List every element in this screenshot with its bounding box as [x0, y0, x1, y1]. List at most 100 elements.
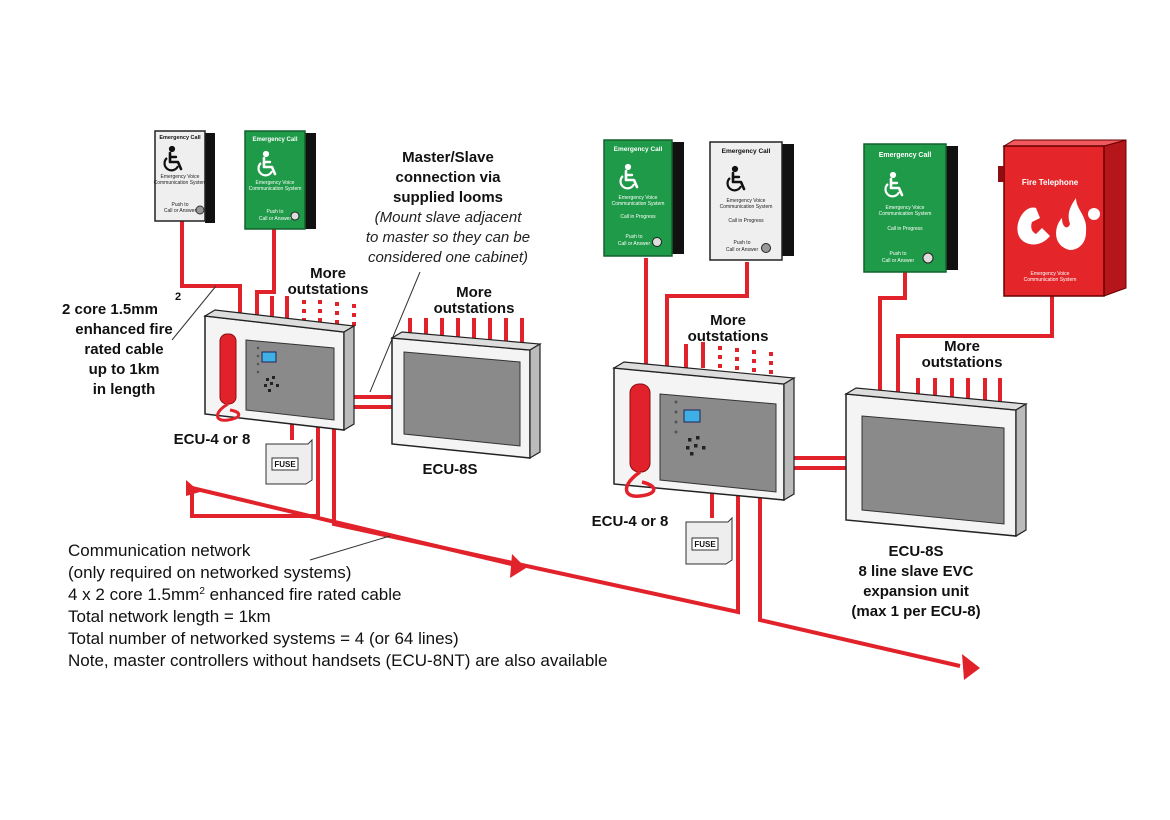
- panel-evcs-text-2: Communication System: [1024, 277, 1077, 283]
- panel-progress-text: Call in Progress: [728, 218, 764, 224]
- mount-note-1: (Mount slave adjacent: [375, 209, 523, 226]
- ecu8s-left-label: ECU-8S: [422, 461, 477, 478]
- cable-stubs-left: [270, 296, 289, 320]
- call-button-icon: [652, 237, 662, 247]
- call-button-icon: [761, 243, 771, 253]
- master-slave-label-3: supplied looms: [393, 189, 503, 206]
- flame-icon: [1056, 198, 1087, 250]
- ecu-master-right: [612, 361, 796, 502]
- fuse-label: FUSE: [274, 460, 296, 469]
- handset-cord: [624, 470, 656, 498]
- more-outstations-a-1: More: [310, 265, 346, 282]
- panel-evcs-text: Emergency Voice: [727, 198, 766, 204]
- handset-icon: [629, 383, 651, 473]
- mount-note-3: considered one cabinet): [368, 249, 528, 266]
- panel-push-text-2: Call or Answer: [259, 216, 292, 222]
- labels: 2 core 1.5mm 2 enhanced fire rated cable…: [62, 149, 1002, 620]
- cable-network-arrow-left: [191, 486, 521, 568]
- cables: [180, 218, 1054, 668]
- panel-evcs-text-2: Communication System: [612, 201, 665, 207]
- cable-stubs-slave-left: [408, 318, 524, 342]
- panel-progress-text: Call in Progress: [887, 226, 923, 232]
- outstation-white-left: Emergency Call Emergency Voice Communica…: [154, 130, 215, 223]
- panel-evcs-text-2: Communication System: [879, 211, 932, 217]
- ecu-slave-left: [390, 331, 542, 460]
- cable-master-slave-right: [788, 456, 846, 470]
- handset-cord: [216, 402, 241, 422]
- panel-evcs-text-2: Communication System: [154, 180, 207, 186]
- ecu8s-right-label-2: 8 line slave EVC: [858, 563, 973, 580]
- more-outstations-a-2: outstations: [288, 281, 369, 298]
- ecu8s-right-label-1: ECU-8S: [888, 543, 943, 560]
- cable-label-5: in length: [93, 381, 156, 398]
- cable-stubs-right: [684, 342, 705, 368]
- panel-evcs-text: Emergency Voice: [886, 205, 925, 211]
- panel-title: Emergency Call: [159, 135, 201, 141]
- call-button-icon: [290, 211, 300, 221]
- cable-outstation-2: [255, 225, 276, 318]
- status-leds: [256, 346, 260, 374]
- call-button-icon: [195, 205, 205, 215]
- fire-telephone-title: Fire Telephone: [1022, 178, 1079, 187]
- cable-outstation-1: [180, 218, 242, 316]
- badge-icon: [1088, 208, 1100, 220]
- ecu-left-label: ECU-4 or 8: [174, 431, 251, 448]
- ecu8s-right-label-3: expansion unit: [863, 583, 969, 600]
- panel-push-text: Push to: [172, 202, 189, 208]
- cable-outstation-4: [665, 262, 749, 368]
- network-note-6: Note, master controllers without handset…: [68, 651, 608, 670]
- more-outstations-c-2: outstations: [688, 328, 769, 345]
- more-outstations-d-1: More: [944, 338, 980, 355]
- more-outstations-d-2: outstations: [922, 354, 1003, 371]
- panel-progress-text: Call in Progress: [620, 214, 656, 220]
- panel-evcs-text: Emergency Voice: [161, 174, 200, 180]
- cable-stubs-slave-right: [916, 378, 1002, 410]
- cable-label-3: rated cable: [84, 341, 163, 358]
- outstation-green-right-2: Emergency Call Emergency Voice Communica…: [863, 143, 958, 273]
- network-note-5: Total number of networked systems = 4 (o…: [68, 629, 459, 648]
- fuse-box-left: FUSE: [265, 438, 313, 485]
- ecu-screen: [659, 393, 777, 493]
- cable-label-2: enhanced fire: [75, 321, 173, 338]
- speaker-grille-icon: [686, 436, 706, 456]
- cable-outstation-5: [878, 272, 907, 392]
- fire-telephone-cabinet: Fire Telephone Emergency Voice Communica…: [998, 139, 1127, 297]
- more-outstations-b-1: More: [456, 284, 492, 301]
- panel-push-text: Push to: [734, 240, 751, 246]
- ecu-slave-right: [844, 387, 1028, 538]
- ecu-master-left: [203, 309, 356, 432]
- more-outstations-b-2: outstations: [434, 300, 515, 317]
- panel-push-text-2: Call or Answer: [882, 258, 915, 264]
- fuse-box-right: FUSE: [685, 516, 733, 565]
- master-slave-label-2: connection via: [395, 169, 501, 186]
- panel-evcs-text-2: Communication System: [249, 186, 302, 192]
- ecu-right-label: ECU-4 or 8: [592, 513, 669, 530]
- cable-label-sup: 2: [175, 291, 181, 303]
- mount-note-2: to master so they can be: [366, 229, 530, 246]
- panel-title: Emergency Call: [722, 148, 771, 155]
- panel-evcs-text: Emergency Voice: [1031, 271, 1070, 277]
- dotted-more-outstations: [302, 300, 773, 378]
- panel-title: Emergency Call: [252, 137, 297, 143]
- cable-network-right: [758, 494, 961, 668]
- cable-label-1: 2 core 1.5mm: [62, 301, 158, 318]
- panel-evcs-text: Emergency Voice: [619, 195, 658, 201]
- panel-title: Emergency Call: [614, 146, 663, 153]
- outstation-green-right-1: Emergency Call Emergency Voice Communica…: [603, 139, 684, 257]
- lcd-display: [261, 351, 277, 363]
- cable-network-loop-left-a: [190, 424, 320, 518]
- cable-network-main: [332, 424, 740, 615]
- slave-screen: [403, 351, 521, 447]
- network-note-4: Total network length = 1km: [68, 607, 271, 626]
- call-button-icon: [922, 252, 934, 264]
- telephone-icon: [1017, 207, 1050, 245]
- handset-icon: [219, 333, 237, 405]
- ecu8s-right-label-4: (max 1 per ECU-8): [851, 603, 980, 620]
- more-outstations-c-1: More: [710, 312, 746, 329]
- network-note-1: Communication network: [68, 541, 251, 560]
- panel-push-text: Push to: [267, 209, 284, 215]
- cable-fire-telephone: [896, 296, 1054, 392]
- panel-evcs-text-2: Communication System: [720, 204, 773, 210]
- outstation-green-left: Emergency Call Emergency Voice Communica…: [244, 130, 316, 230]
